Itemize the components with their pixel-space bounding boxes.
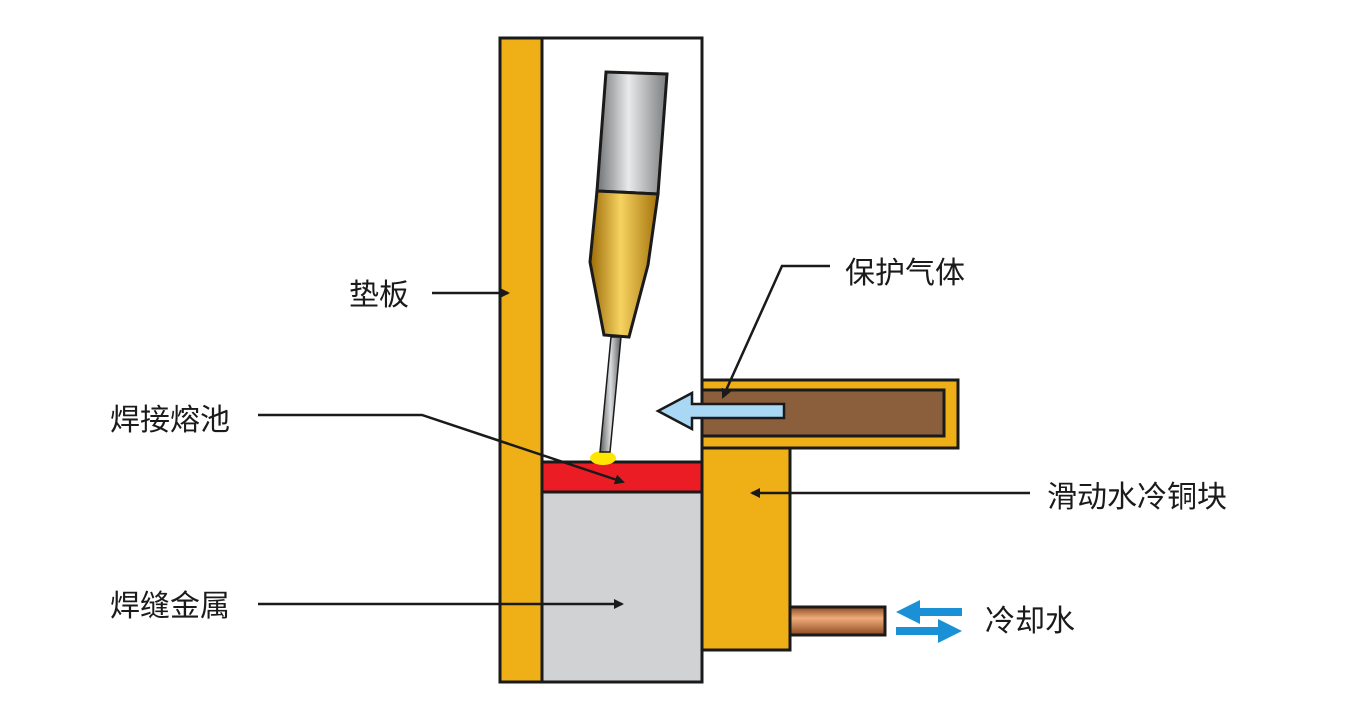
molten-droplet [590, 451, 616, 465]
backing-plate [498, 36, 544, 684]
copper-block [700, 446, 792, 652]
label-shielding-gas: 保护气体 [845, 256, 965, 291]
cooling-pipe [788, 605, 887, 637]
torch-contact-tip [588, 189, 660, 339]
torch-body [595, 70, 669, 196]
gas-flow-arrow [655, 390, 786, 432]
water-arrow-left [896, 600, 962, 624]
weld-metal [540, 490, 704, 684]
electrode-wire [599, 336, 622, 453]
leader-shielding-gas [721, 264, 830, 399]
weld-pool [540, 460, 704, 494]
leader-weld-pool [258, 413, 625, 485]
label-copper-block: 滑动水冷铜块 [1047, 480, 1227, 515]
label-cooling-water: 冷却水 [985, 604, 1075, 639]
water-arrow-right [896, 619, 962, 643]
label-backing-plate: 垫板 [349, 278, 409, 313]
label-weld-pool: 焊接熔池 [110, 403, 230, 438]
label-weld-metal: 焊缝金属 [110, 589, 230, 624]
